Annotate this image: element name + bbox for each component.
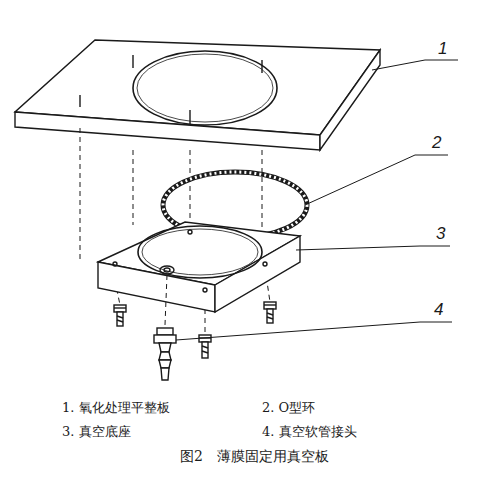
flat-plate <box>15 40 380 150</box>
callout-number: 3 <box>436 224 445 244</box>
part-name: 3. 真空底座 <box>62 424 131 440</box>
part-name: 2. O型环 <box>262 400 315 416</box>
screws <box>114 302 276 358</box>
vacuum-base <box>98 222 300 312</box>
leader-lines <box>176 60 458 340</box>
callout-number: 4 <box>434 300 443 320</box>
part-name: 1. 氧化处理平整板 <box>62 400 170 416</box>
hose-fitting <box>154 275 176 380</box>
part-name: 4. 真空软管接头 <box>262 424 357 440</box>
figure-caption: 图2 薄膜固定用真空板 <box>180 448 329 465</box>
callout-number: 1 <box>438 39 447 59</box>
callout-number: 2 <box>432 133 441 153</box>
